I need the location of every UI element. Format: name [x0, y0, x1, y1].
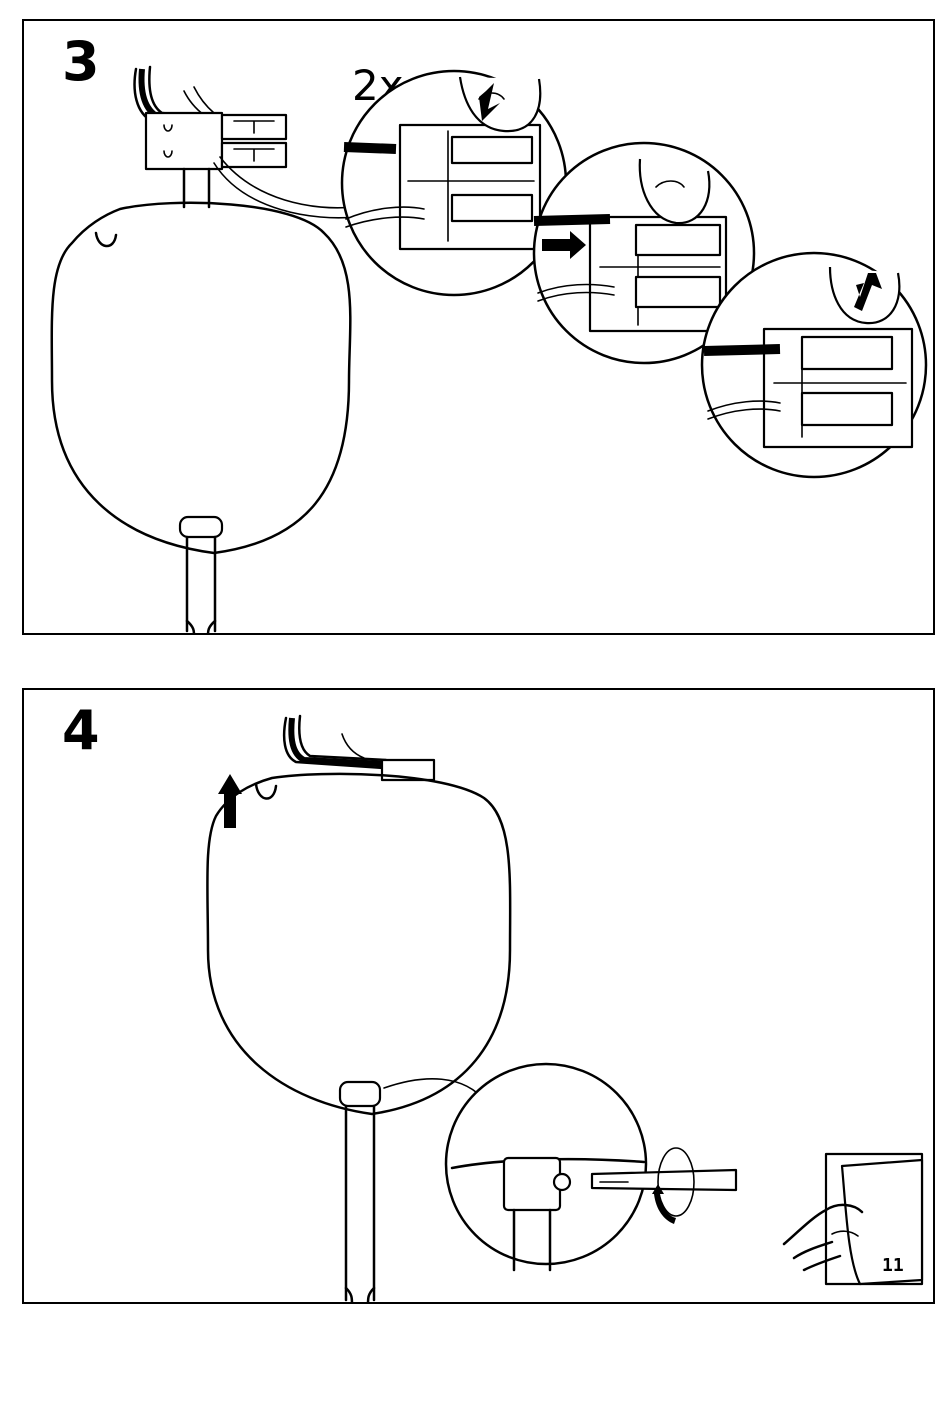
- detail-circle-press: [342, 71, 566, 295]
- terminal-block: [146, 113, 286, 169]
- step-3-illustration: [24, 21, 935, 635]
- detail-circle-tighten: [446, 1064, 736, 1270]
- canopy: [52, 203, 351, 553]
- step-3-panel: 3 2x: [22, 19, 935, 635]
- pendant-rod: [340, 1082, 380, 1304]
- pendant-rod: [180, 517, 222, 635]
- step-4-panel: 4: [22, 688, 935, 1304]
- step-4-illustration: [24, 690, 935, 1304]
- detail-circle-release: [702, 253, 926, 477]
- page-reference-number: 11: [882, 1255, 904, 1276]
- lift-up-arrow-icon: [218, 774, 242, 828]
- ceiling-cable: [284, 716, 434, 780]
- canopy: [207, 774, 510, 1114]
